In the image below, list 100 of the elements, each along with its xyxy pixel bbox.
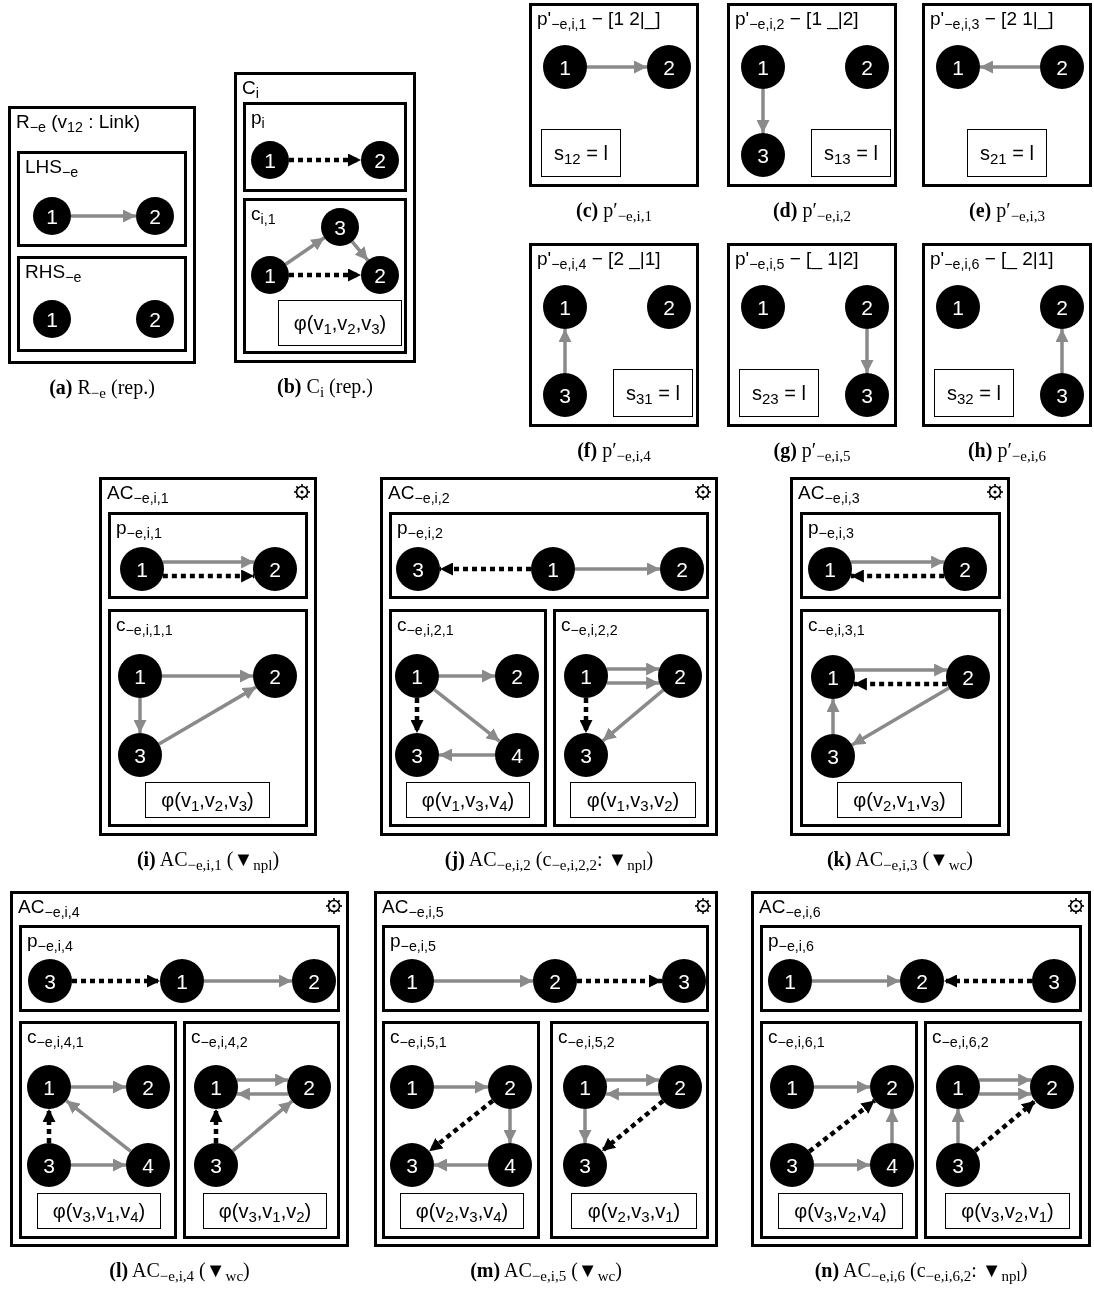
graph-panel <box>8 106 196 364</box>
subgraph-box <box>243 102 407 192</box>
arrow <box>236 1087 289 1101</box>
figure-caption: (g) p′$_{−e,i,5}$ <box>773 438 851 463</box>
arrow <box>162 669 253 683</box>
formula-box: φ(v$_{1}$,v$_{2}$,v$_{3}$) <box>278 300 402 346</box>
arrow <box>853 663 948 677</box>
graph-panel <box>727 3 897 187</box>
panel-title: c$_{−e,i,5,2}$ <box>558 1025 615 1049</box>
dashed-arrow <box>42 1109 56 1143</box>
arrow <box>433 688 501 743</box>
dashed-arrow <box>807 1098 877 1154</box>
graph-panel <box>99 477 317 836</box>
formula-box: φ(v$_{1}$,v$_{3}$,v$_{2}$) <box>570 782 696 818</box>
panel-title: p$_{i}$ <box>251 106 265 130</box>
arrow <box>575 562 660 576</box>
figure-caption: (i) AC$_{−e,i,1}$ (▼$_{npl}$) <box>136 847 280 872</box>
formula-box: s$_{32}$ = l <box>934 369 1014 417</box>
panel-title: c$_{−e,i,6,1}$ <box>768 1025 825 1049</box>
arrow <box>503 1109 517 1143</box>
panel-title: c$_{−e,i,5,1}$ <box>390 1025 447 1049</box>
panel-title: C$_{i}$ <box>242 76 259 100</box>
subgraph-box <box>183 1021 340 1239</box>
panel-title: RHS$_{−e}$ <box>25 260 82 284</box>
arrow <box>605 1073 660 1087</box>
graph-panel <box>234 72 416 363</box>
formula-box: φ(v$_{2}$,v$_{3}$,v$_{1}$) <box>571 1193 697 1229</box>
arrow <box>158 685 257 746</box>
panel-title: AC$_{−e,i,6}$ <box>759 895 821 919</box>
panel-title: p'$_{−e,i,4}$ − [2 _|1] <box>537 247 661 271</box>
figure-caption: (c) p′$_{−e,i,1}$ <box>576 198 652 223</box>
arrow <box>826 699 840 734</box>
subgraph-box <box>17 256 187 352</box>
panel-title: p'$_{−e,i,1}$ − [1 2|_] <box>537 7 661 31</box>
formula-box: φ(v$_{1}$,v$_{3}$,v$_{4}$) <box>406 782 530 818</box>
arrow <box>434 974 533 988</box>
subgraph-box <box>108 512 308 599</box>
graph-panel <box>374 891 718 1247</box>
figure-caption: (m) AC$_{−e,i,5}$ (▼$_{wc}$) <box>470 1258 622 1283</box>
formula-box: s$_{21}$ = l <box>967 129 1047 177</box>
panel-title: p$_{−e,i,3}$ <box>808 516 854 540</box>
dashed-arrow <box>853 677 948 691</box>
panel-title: c$_{−e,i,4,1}$ <box>27 1025 84 1049</box>
graph-panel <box>922 3 1092 187</box>
subgraph-box <box>760 1021 918 1239</box>
figure-caption: (k) AC$_{−e,i,3}$ (▼$_{wc}$) <box>826 847 974 872</box>
graph-panel <box>727 243 897 427</box>
formula-box: s$_{31}$ = l <box>613 369 693 417</box>
arrow <box>601 688 665 743</box>
formula-box: s$_{12}$ = l <box>541 129 621 177</box>
arrow <box>236 1073 289 1087</box>
subgraph-box <box>17 151 187 247</box>
subgraph-box <box>243 198 407 354</box>
panel-title: AC$_{−e,i,5}$ <box>382 895 444 919</box>
panel-title: p'$_{−e,i,2}$ − [1 _|2] <box>735 7 859 31</box>
formula-box: s$_{13}$ = l <box>811 129 891 177</box>
formula-box: φ(v$_{1}$,v$_{2}$,v$_{3}$) <box>145 782 270 818</box>
subgraph-box <box>19 1021 177 1239</box>
panel-title: c$_{−e,i,2,1}$ <box>397 613 454 637</box>
figure-caption: (j) AC$_{−e,i,2}$ (c$_{−e,i,2,2}$: ▼$_{npl}$) <box>444 847 654 872</box>
formula-box: φ(v$_{2}$,v$_{3}$,v$_{4}$) <box>400 1193 524 1229</box>
formula-box: φ(v$_{2}$,v$_{1}$,v$_{3}$) <box>837 782 962 818</box>
arrow <box>814 1158 870 1172</box>
panel-title: p'$_{−e,i,3}$ − [2 1|_] <box>930 7 1054 31</box>
panel-title: AC$_{−e,i,3}$ <box>798 481 860 505</box>
figure-caption: (a) R$_{−e}$ (rep.) <box>49 375 155 400</box>
arrow <box>605 1087 660 1101</box>
graph-panel <box>529 243 699 427</box>
subgraph-box <box>108 609 308 827</box>
panel-title: c$_{−e,i,3,1}$ <box>808 613 865 637</box>
arrow <box>951 1109 965 1143</box>
panel-title: R$_{−e}$ (v$_{12}$ : Link) <box>16 110 140 134</box>
arrow <box>204 974 292 988</box>
figure-caption: (l) AC$_{−e,i,4}$ (▼$_{wc}$) <box>109 1258 250 1283</box>
arrow <box>587 60 647 74</box>
figure-caption: (b) C$_{i}$ (rep.) <box>277 374 373 399</box>
arrow <box>350 240 370 262</box>
panel-title: p$_{−e,i,2}$ <box>397 516 443 540</box>
arrow <box>885 1109 899 1143</box>
dashed-arrow <box>440 562 531 576</box>
arrow <box>606 662 660 676</box>
arrow <box>133 698 147 733</box>
arrow <box>578 1109 592 1143</box>
dashed-arrow <box>577 974 662 988</box>
arrow <box>284 236 326 266</box>
arrow <box>71 1158 126 1172</box>
dashed-arrow <box>944 974 1032 988</box>
panel-title: c$_{−e,i,2,2}$ <box>561 613 618 637</box>
figure-caption: (n) AC$_{−e,i,6}$ (c$_{−e,i,6,2}$: ▼$_{npl}$) <box>814 1258 1028 1283</box>
subgraph-box <box>389 512 709 599</box>
arrow <box>162 555 255 569</box>
subgraph-box <box>760 925 1082 1012</box>
subgraph-box <box>382 925 709 1012</box>
arrow <box>978 1087 1032 1101</box>
arrow <box>434 1158 488 1172</box>
panel-title: p'$_{−e,i,6}$ − [_ 2|1] <box>930 247 1054 271</box>
panel-title: AC$_{−e,i,4}$ <box>18 895 80 919</box>
panel-title: c$_{−e,i,4,2}$ <box>191 1025 248 1049</box>
dashed-arrow <box>579 698 593 733</box>
graph-panel <box>751 891 1091 1247</box>
